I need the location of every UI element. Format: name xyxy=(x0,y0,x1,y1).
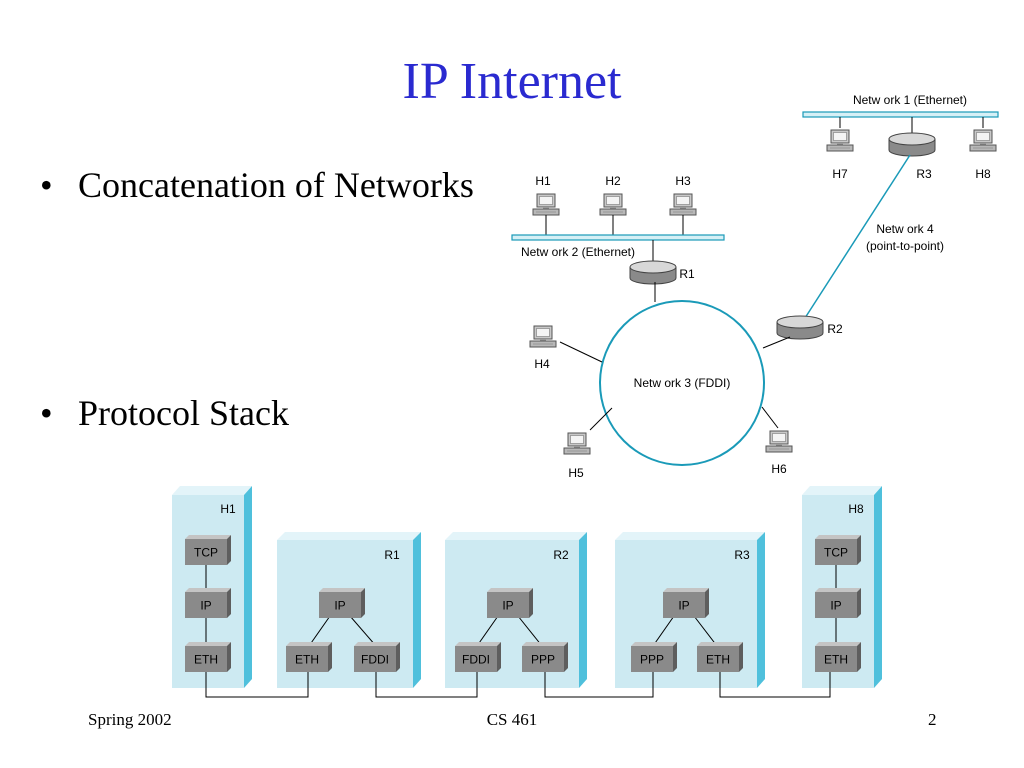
layer-box-r1-ip: IP xyxy=(319,588,365,618)
layer-box-label: IP xyxy=(678,599,689,613)
host-h4-label: H4 xyxy=(534,357,550,371)
layer-box-r2-ip: IP xyxy=(487,588,533,618)
host-h3-icon xyxy=(669,193,697,216)
stack-panel-label: R2 xyxy=(553,548,569,562)
host-h8-label: H8 xyxy=(975,167,991,181)
router-r2-label: R2 xyxy=(827,322,843,336)
host-h7-icon xyxy=(826,129,854,152)
layer-box-h8-tcp: TCP xyxy=(815,535,861,565)
layer-box-label: ETH xyxy=(194,653,218,667)
layer-box-r3-eth: ETH xyxy=(697,642,743,672)
network-2-bus xyxy=(511,234,725,241)
router-r3-label: R3 xyxy=(916,167,932,181)
network-1-label: Netw ork 1 (Ethernet) xyxy=(853,93,967,107)
layer-boxes: TCP IP ETH IP ETH FDDI IP FDDI PPP IP PPP ETH TCP IP E… xyxy=(185,535,861,672)
footer-course: CS 461 xyxy=(486,710,538,729)
host-h6-icon xyxy=(765,430,793,453)
layer-box-r3-ip: IP xyxy=(663,588,709,618)
network-4-link xyxy=(804,154,911,319)
layer-box-r3-ppp: PPP xyxy=(631,642,677,672)
layer-box-label: TCP xyxy=(194,546,218,560)
router-r1-icon xyxy=(629,260,677,285)
stack-panel-label: R1 xyxy=(384,548,400,562)
bullet-text: Concatenation of Networks xyxy=(78,165,474,205)
layer-box-r1-fddi: FDDI xyxy=(354,642,400,672)
layer-box-label: IP xyxy=(334,599,345,613)
layer-box-label: ETH xyxy=(295,653,319,667)
host-h2-label: H2 xyxy=(605,174,621,188)
bullet-text: Protocol Stack xyxy=(78,393,289,433)
layer-box-h1-eth: ETH xyxy=(185,642,231,672)
layer-box-h1-tcp: TCP xyxy=(185,535,231,565)
network-1-bus xyxy=(802,111,999,118)
stack-panel-label: R3 xyxy=(734,548,750,562)
layer-box-label: IP xyxy=(502,599,513,613)
network-3-ring xyxy=(599,300,765,466)
layer-box-r2-fddi: FDDI xyxy=(455,642,501,672)
host-h2-icon xyxy=(599,193,627,216)
network-3-label: Netw ork 3 (FDDI) xyxy=(634,376,731,390)
host-h4-icon xyxy=(529,325,557,348)
footer-page-number: 2 xyxy=(928,710,937,729)
host-h3-label: H3 xyxy=(675,174,691,188)
link-r2-r3 xyxy=(544,672,654,698)
layer-box-label: IP xyxy=(200,599,211,613)
host-h5-label: H5 xyxy=(568,466,584,480)
link-h1-r1 xyxy=(205,672,309,698)
network-4-sublabel: (point-to-point) xyxy=(866,239,944,253)
link-r3-h8 xyxy=(719,672,831,698)
layer-box-label: PPP xyxy=(531,653,555,667)
layer-box-label: ETH xyxy=(706,653,730,667)
bullet-dot: • xyxy=(40,165,53,205)
router-r1-label: R1 xyxy=(679,267,695,281)
layer-box-label: IP xyxy=(830,599,841,613)
host-h1-label: H1 xyxy=(535,174,551,188)
layer-box-h1-ip: IP xyxy=(185,588,231,618)
network-4-label: Netw ork 4 xyxy=(876,222,934,236)
layer-box-label: FDDI xyxy=(462,653,490,667)
layer-box-h8-eth: ETH xyxy=(815,642,861,672)
bullet-dot: • xyxy=(40,393,53,433)
layer-box-label: TCP xyxy=(824,546,848,560)
stack-panel-label: H8 xyxy=(848,502,864,516)
bullet-concatenation: • Concatenation of Networks xyxy=(40,164,474,206)
layer-box-h8-ip: IP xyxy=(815,588,861,618)
host-h6-label: H6 xyxy=(771,462,787,476)
footer-date: Spring 2002 xyxy=(88,710,172,729)
stack-panel-label: H1 xyxy=(220,502,236,516)
router-r2-icon xyxy=(776,315,824,340)
layer-box-r1-eth: ETH xyxy=(286,642,332,672)
layer-box-label: PPP xyxy=(640,653,664,667)
host-h8-icon xyxy=(969,129,997,152)
layer-box-label: ETH xyxy=(824,653,848,667)
slide-title: IP Internet xyxy=(402,53,622,110)
link-r1-r2 xyxy=(375,672,478,698)
host-h5-icon xyxy=(563,432,591,455)
layer-box-label: FDDI xyxy=(361,653,389,667)
bullet-protocol-stack: • Protocol Stack xyxy=(40,392,289,434)
router-r3-icon xyxy=(888,132,936,157)
network-2-label: Netw ork 2 (Ethernet) xyxy=(521,245,635,259)
host-h1-icon xyxy=(532,193,560,216)
layer-box-r2-ppp: PPP xyxy=(522,642,568,672)
host-h7-label: H7 xyxy=(832,167,848,181)
